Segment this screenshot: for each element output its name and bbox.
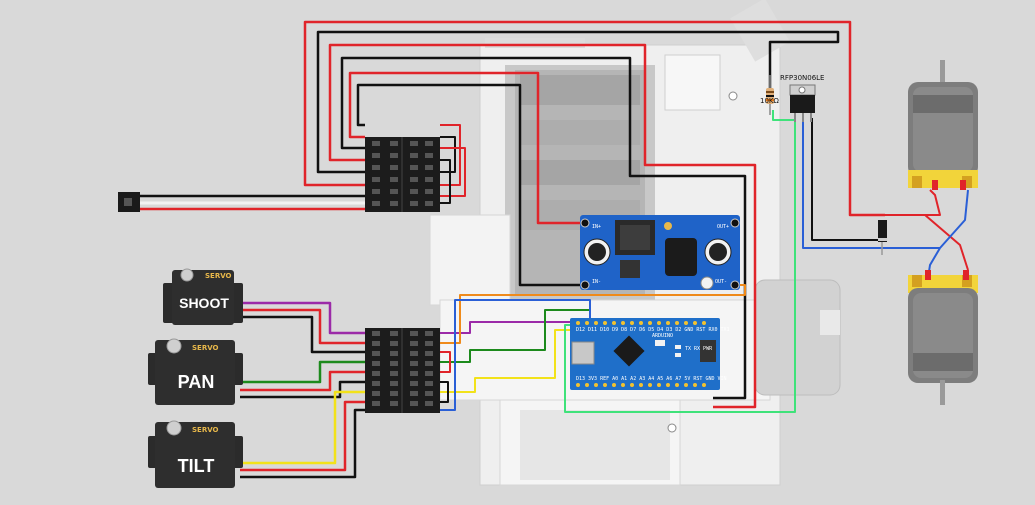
- servo-tilt: SERVO TILT: [148, 420, 243, 488]
- servo-tilt-brand: SERVO: [192, 426, 219, 434]
- bottom-pin-header-block: [365, 328, 440, 413]
- arduino-top-pins: D12 D11 D10 D9 D8 D7 D6 D5 D4 D3 D2 GND …: [576, 327, 730, 333]
- servo-pan-label: PAN: [178, 372, 215, 392]
- arduino-led-labels: TX RX PWR: [685, 346, 713, 352]
- servo-shoot: SERVO SHOOT: [163, 268, 243, 325]
- buck-converter-module: IN+ IN- OUT+ OUT-: [580, 215, 740, 290]
- servo-shoot-label: SHOOT: [179, 295, 229, 311]
- servo-pan: SERVO PAN: [148, 338, 243, 405]
- arduino-nano-board: D12 D11 D10 D9 D8 D7 D6 D5 D4 D3 D2 GND …: [570, 318, 730, 390]
- battery-connector: [118, 192, 140, 212]
- arduino-brand: ARDUINO: [652, 333, 673, 339]
- servo-tilt-label: TILT: [178, 456, 215, 476]
- resistor-label: 10KΩ: [760, 97, 779, 105]
- servo-shoot-brand: SERVO: [205, 272, 232, 280]
- flyback-diode: [878, 220, 887, 255]
- top-pin-header-block: [365, 137, 440, 212]
- servo-pan-brand: SERVO: [192, 344, 219, 352]
- buck-out-plus-label: OUT+: [717, 224, 729, 230]
- mosfet-transistor: RFP30N06LE: [780, 74, 825, 122]
- buck-out-minus-label: OUT-: [715, 279, 727, 285]
- dc-motor-top: [908, 60, 978, 190]
- dc-motor-bottom: [908, 270, 978, 405]
- resistor-10k: 10KΩ: [760, 75, 779, 115]
- arduino-bottom-pins: D13 3V3 REF A0 A1 A2 A3 A4 A5 A6 A7 5V R…: [576, 376, 727, 382]
- wires: [140, 20, 969, 479]
- buck-in-plus-label: IN+: [592, 224, 601, 230]
- buck-in-minus-label: IN-: [592, 279, 601, 285]
- mosfet-label: RFP30N06LE: [780, 74, 825, 82]
